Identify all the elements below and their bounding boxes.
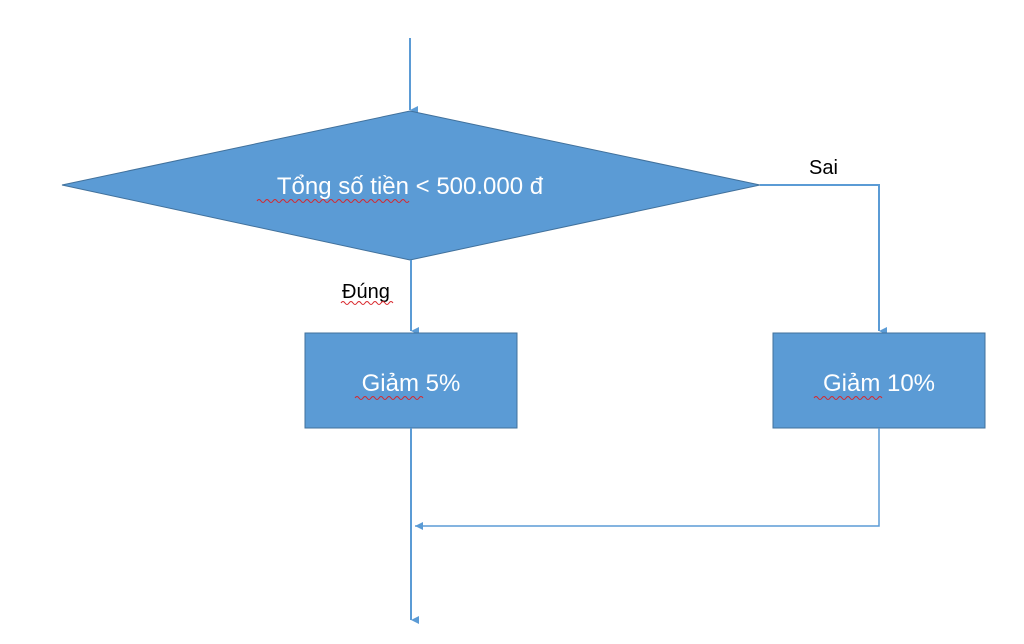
process-label-right: Giảm 10% [823,370,935,397]
decision-label-part1: Tổng số tiền [277,173,409,200]
decision-label-part2: < 500.000 đ [409,173,544,200]
process-box-right [772,332,986,429]
process-label-left-value: 5% [419,370,460,397]
spellcheck-underline [354,396,424,400]
branch-true-label: Đúng [342,281,390,303]
connector-false [760,184,887,335]
process-label-left-word: Giảm [362,370,419,397]
connector-merge [415,428,880,530]
process-node-discount-10[interactable]: Giảm 10% [772,332,986,429]
process-label-right-word: Giảm [823,370,880,397]
spellcheck-underline [813,396,883,400]
decision-label: Tổng số tiền < 500.000 đ [277,173,544,200]
spellcheck-underline [256,199,410,203]
branch-false-label: Sai [809,157,838,179]
decision-node[interactable]: Tổng số tiền < 500.000 đ [61,110,761,261]
process-label-right-value: 10% [880,370,935,397]
process-node-discount-5[interactable]: Giảm 5% [304,332,518,429]
spellcheck-underline [340,301,394,305]
process-label-left: Giảm 5% [362,370,461,397]
